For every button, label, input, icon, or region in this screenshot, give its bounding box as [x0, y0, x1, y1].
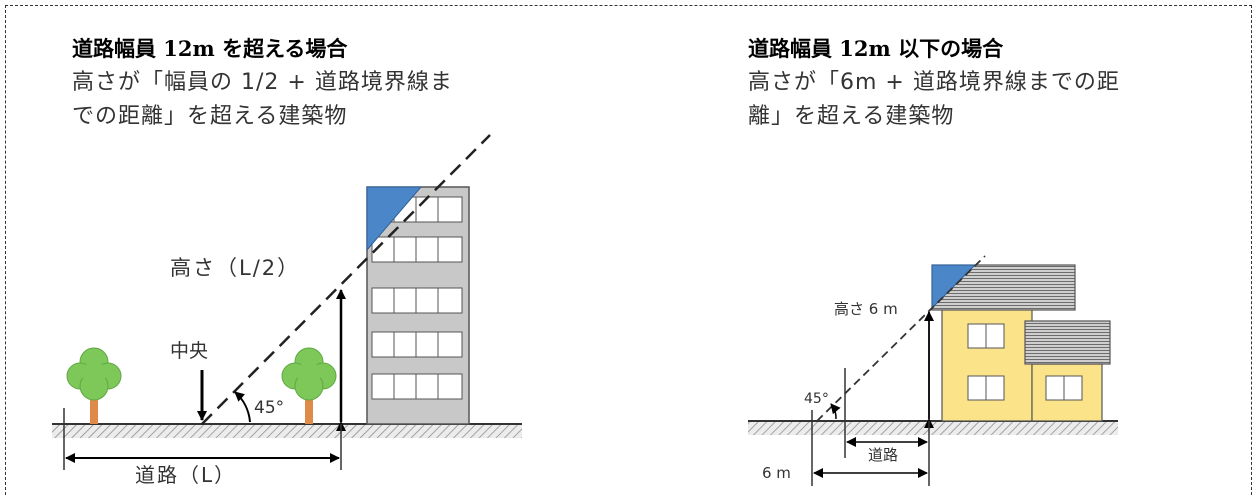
left-road-label: 道路（L）: [135, 463, 236, 487]
right-diagram: 高さ 6 m 45° 道路 6 m: [748, 255, 1118, 486]
right-height-label: 高さ 6 m: [834, 300, 898, 318]
right-angle-arc: [830, 403, 841, 420]
left-description-line2: での距離」を超える建築物: [72, 104, 348, 129]
left-panel-title: 道路幅員 12m を超える場合: [72, 36, 348, 61]
left-center-label: 中央: [170, 340, 208, 362]
right-description-line1: 高さが「6m + 道路境界線までの距: [748, 70, 1120, 95]
right-distance-label: 6 m: [762, 464, 791, 482]
right-description-line2: 離」を超える建築物: [748, 104, 955, 129]
left-exceed-triangle: [366, 186, 423, 252]
dashed-frame: [5, 5, 1252, 495]
left-tree-1: [66, 347, 122, 424]
right-ground-hatch: [748, 421, 1118, 435]
right-angle-label: 45°: [804, 391, 829, 407]
left-ground-hatch: [52, 424, 522, 438]
right-panel-title: 道路幅員 12m 以下の場合: [748, 36, 1004, 61]
left-building: [366, 186, 470, 425]
left-angle-arc: [234, 391, 251, 423]
right-road-label: 道路: [868, 446, 898, 464]
left-tree-2: [281, 347, 337, 424]
right-house-side-roof: [1024, 320, 1111, 365]
left-height-label: 高さ（L/2）: [170, 256, 300, 280]
left-slope-line: [201, 134, 491, 425]
right-house: [931, 264, 1111, 422]
left-description-line1: 高さが「幅員の 1/2 + 道路境界線ま: [72, 70, 453, 95]
left-panel-description: 高さが「幅員の 1/2 + 道路境界線ま での距離」を超える建築物: [72, 66, 453, 134]
right-panel-description: 高さが「6m + 道路境界線までの距 離」を超える建築物: [748, 66, 1120, 134]
left-angle-label: 45°: [254, 398, 284, 418]
left-diagram: 高さ（L/2） 中央 45° 道路（L）: [52, 134, 522, 487]
